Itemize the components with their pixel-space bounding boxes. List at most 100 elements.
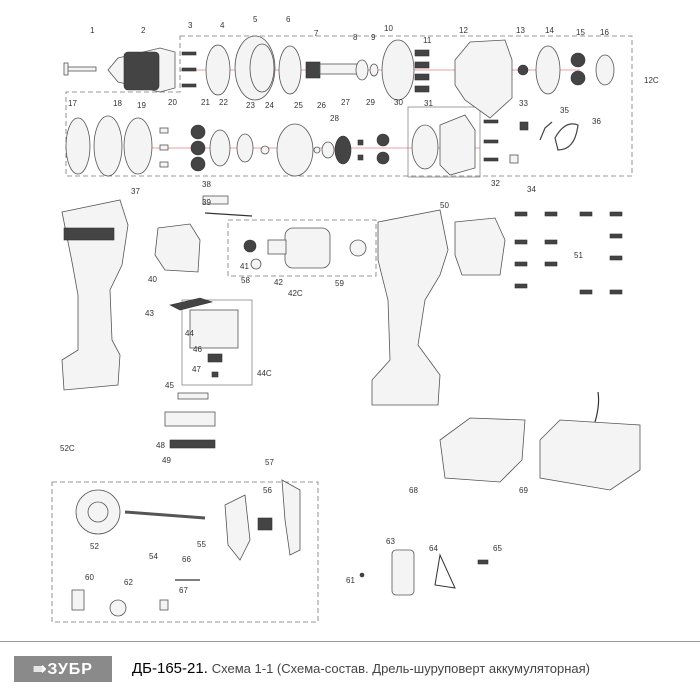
- part-side-handle-52: [75, 489, 121, 535]
- label-12: 12: [459, 26, 468, 35]
- part-screws-3: [181, 51, 197, 88]
- label-47: 47: [192, 365, 201, 374]
- part-65: [477, 559, 489, 565]
- part-motor-50: [454, 217, 506, 276]
- part-labels: 1 2 3 4 5 6 7 8 9 10 11 12 13 14 15 16 1…: [60, 15, 659, 595]
- part-62: [109, 599, 127, 617]
- part-59: [349, 239, 367, 257]
- part-26: [313, 146, 321, 154]
- label-39: 39: [202, 198, 211, 207]
- label-52: 52: [90, 542, 99, 551]
- label-68: 68: [409, 486, 418, 495]
- label-26: 26: [317, 101, 326, 110]
- part-plate-25: [276, 123, 314, 177]
- label-34: 34: [527, 185, 536, 194]
- label-40: 40: [148, 275, 157, 284]
- label-22: 22: [219, 98, 228, 107]
- part-13: [517, 64, 529, 76]
- label-16: 16: [600, 28, 609, 37]
- label-46: 46: [193, 345, 202, 354]
- label-41: 41: [240, 262, 249, 271]
- charger-cord: [594, 391, 600, 423]
- part-screws-51: [514, 211, 623, 295]
- part-battery-68: [439, 417, 526, 483]
- part-55: [224, 494, 251, 561]
- part-gear-28: [334, 135, 352, 165]
- part-armature-42: [267, 227, 331, 269]
- label-44: 44: [185, 329, 194, 338]
- part-screws-32: [483, 119, 499, 162]
- label-45: 45: [165, 381, 174, 390]
- label-48: 48: [156, 441, 165, 450]
- part-washer-6: [278, 45, 302, 95]
- label-69: 69: [519, 486, 528, 495]
- diagram-description: Схема 1-1 (Схема-состав. Дрель-шуруповер…: [211, 661, 590, 676]
- part-27: [321, 141, 335, 159]
- label-49: 49: [162, 456, 171, 465]
- label-31: 31: [424, 99, 433, 108]
- part-ring-5: [234, 35, 276, 101]
- part-33: [519, 121, 529, 131]
- part-rod-54: [124, 510, 206, 520]
- label-63: 63: [386, 537, 395, 546]
- label-64: 64: [429, 544, 438, 553]
- part-34: [509, 154, 519, 164]
- label-12c: 12C: [644, 76, 659, 85]
- label-2: 2: [141, 26, 146, 35]
- part-24: [260, 145, 270, 155]
- label-54: 54: [149, 552, 158, 561]
- part-39: [204, 212, 253, 217]
- part-56: [257, 517, 273, 531]
- label-42: 42: [274, 278, 283, 287]
- part-housing-12: [454, 39, 513, 119]
- label-36: 36: [592, 117, 601, 126]
- part-housing-right: [371, 209, 449, 406]
- label-59: 59: [335, 279, 344, 288]
- assembly-52c-boundary: [51, 481, 319, 623]
- part-38: [202, 195, 229, 205]
- part-spindle-7: [305, 61, 361, 79]
- label-21: 21: [201, 98, 210, 107]
- part-64: [434, 553, 456, 589]
- model-number: ДБ-165-21.: [132, 660, 208, 677]
- label-27: 27: [341, 98, 350, 107]
- label-17: 17: [68, 99, 77, 108]
- label-20: 20: [168, 98, 177, 107]
- part-housing-left-37: [61, 199, 129, 391]
- part-67: [159, 599, 169, 611]
- part-61: [359, 572, 365, 578]
- part-45: [177, 392, 209, 400]
- part-gearbox-31: [411, 114, 476, 176]
- part-carrier-16: [595, 54, 615, 86]
- part-ring-gear-19: [123, 117, 153, 175]
- label-4: 4: [220, 21, 225, 30]
- label-30: 30: [394, 98, 403, 107]
- label-6: 6: [286, 15, 291, 24]
- label-44c: 44C: [257, 369, 272, 378]
- part-58: [250, 258, 262, 270]
- part-switch-44: [189, 309, 239, 349]
- part-chuck-2: [107, 47, 176, 93]
- assembly-31-boundary: [407, 106, 481, 178]
- label-1: 1: [90, 26, 95, 35]
- label-66: 66: [182, 555, 191, 564]
- label-11: 11: [423, 36, 432, 45]
- label-43: 43: [145, 309, 154, 318]
- part-49: [169, 439, 216, 449]
- label-52c: 52C: [60, 444, 75, 453]
- label-15: 15: [576, 28, 585, 37]
- part-29: [357, 139, 364, 161]
- label-50: 50: [440, 201, 449, 210]
- label-8: 8: [353, 33, 358, 42]
- part-pins-20: [159, 127, 169, 168]
- part-60: [71, 589, 85, 611]
- part-springs-11: [414, 49, 430, 93]
- part-43: [169, 297, 214, 311]
- part-47: [211, 371, 219, 378]
- part-bearing-8: [355, 59, 369, 81]
- label-9: 9: [371, 33, 376, 42]
- label-42c: 42C: [288, 289, 303, 298]
- label-7: 7: [314, 29, 319, 38]
- label-56: 56: [263, 486, 272, 495]
- label-24: 24: [265, 101, 274, 110]
